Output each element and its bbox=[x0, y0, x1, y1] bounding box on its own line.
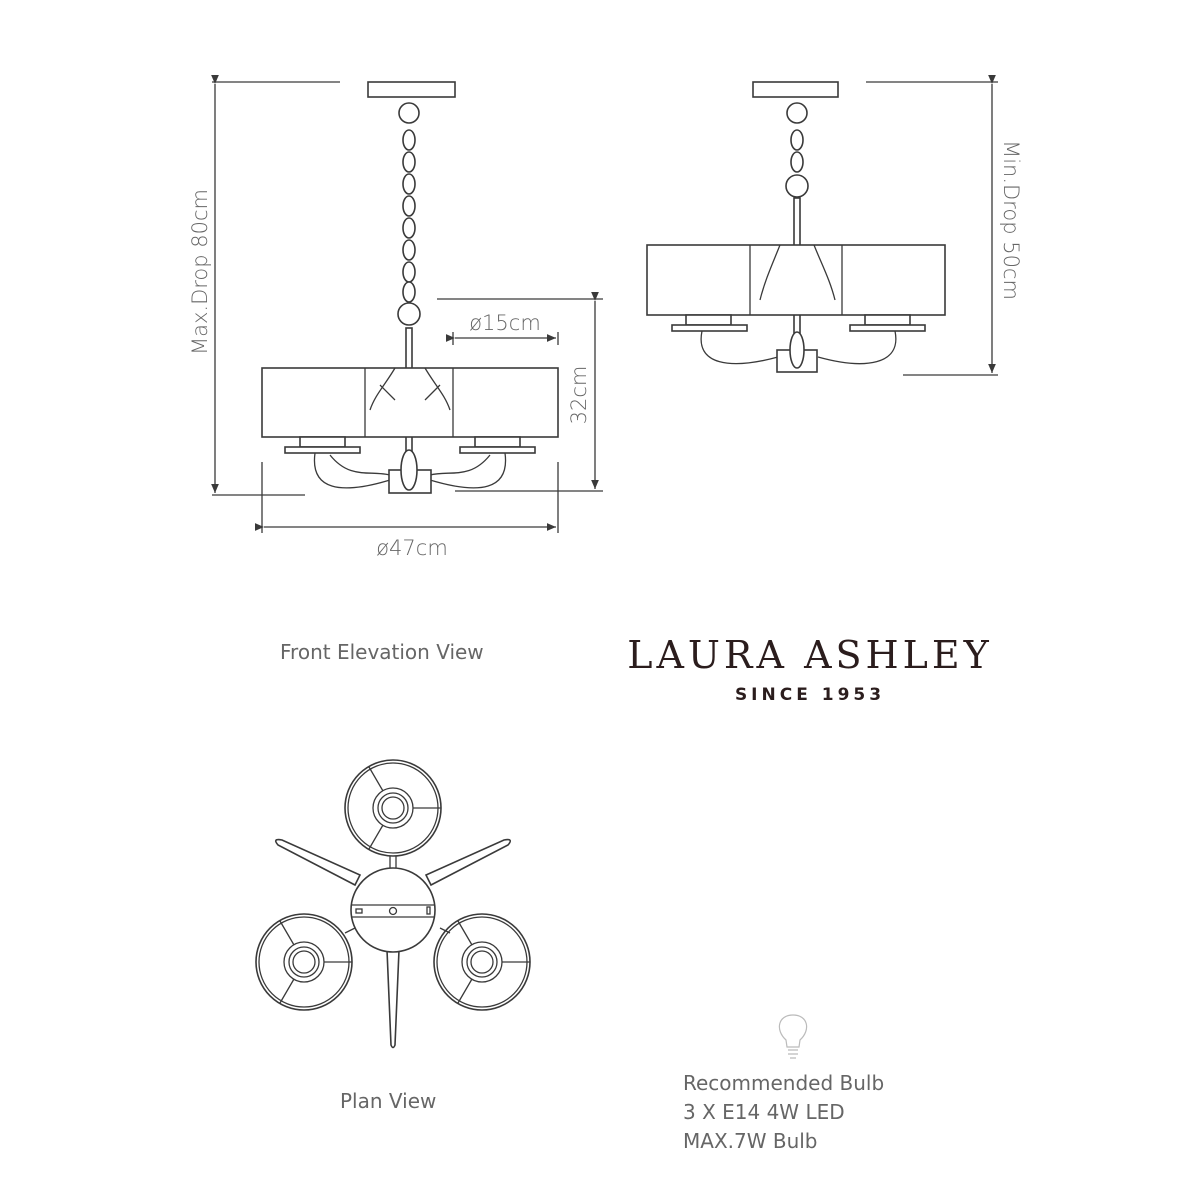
min-drop-drawing bbox=[646, 81, 946, 373]
bulb-line-max: MAX.7W Bulb bbox=[683, 1129, 818, 1153]
plan-view-drawing bbox=[255, 759, 531, 1049]
overall-diameter-label: ø47cm bbox=[376, 536, 448, 560]
brand-logo-name: LAURA ASHLEY bbox=[627, 633, 993, 677]
front-elevation-title: Front Elevation View bbox=[280, 640, 484, 664]
front-elevation-drawing bbox=[261, 81, 559, 494]
min-drop-label: Min.Drop 50cm bbox=[999, 140, 1023, 300]
front-dimensions: Max.Drop 80cm 32cm ø15cm ø47cm bbox=[188, 74, 603, 560]
shade-top bbox=[344, 759, 442, 857]
min-drop-dimension: Min.Drop 50cm bbox=[866, 74, 1023, 376]
lamp-shades bbox=[261, 367, 559, 438]
chain bbox=[397, 102, 421, 326]
max-drop-label: Max.Drop 80cm bbox=[188, 189, 212, 355]
brand-tagline: SINCE 1953 bbox=[735, 685, 885, 705]
shade-diameter-label: ø15cm bbox=[469, 311, 541, 335]
bulb-line-recommended: Recommended Bulb bbox=[683, 1071, 884, 1095]
height-label: 32cm bbox=[567, 366, 591, 425]
shade-left bbox=[255, 913, 353, 1011]
lightbulb-icon bbox=[778, 1014, 808, 1059]
plan-view-title: Plan View bbox=[340, 1089, 436, 1113]
shade-right bbox=[433, 913, 531, 1011]
bulb-line-spec: 3 X E14 4W LED bbox=[683, 1100, 845, 1124]
